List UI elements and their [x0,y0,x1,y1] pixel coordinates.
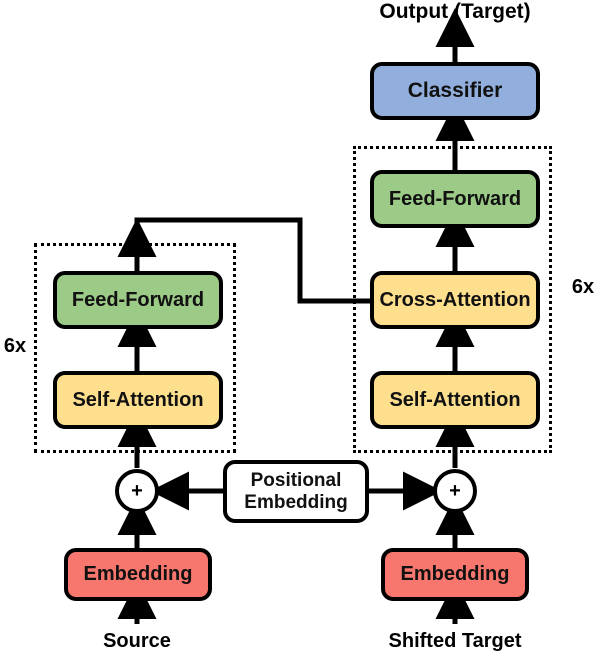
output-target-label: Output (Target) [379,0,531,23]
decoder-plus-symbol: + [449,479,461,502]
encoder-self-attention-label: Self-Attention [72,388,204,411]
decoder-stack-boundary [353,146,552,453]
encoder-self-attention-block[interactable]: Self-Attention [53,371,223,429]
encoder-embedding-block[interactable]: Embedding [64,548,212,601]
encoder-repeat-label: 6x [3,335,27,357]
decoder-cross-attention-label: Cross-Attention [379,288,531,311]
decoder-residual-add-node[interactable]: + [433,469,477,513]
source-input-label: Source [103,630,171,652]
encoder-stack-boundary [34,243,236,453]
decoder-embedding-label: Embedding [400,563,510,586]
encoder-feed-forward-block[interactable]: Feed-Forward [53,271,223,329]
decoder-embedding-block[interactable]: Embedding [381,548,529,601]
classifier-block[interactable]: Classifier [370,62,540,120]
positional-embedding-block[interactable]: Positional Embedding [223,460,369,523]
decoder-self-attention-label: Self-Attention [389,388,521,411]
classifier-label: Classifier [407,79,503,103]
encoder-feed-forward-label: Feed-Forward [71,288,205,311]
decoder-repeat-label: 6x [571,276,595,298]
encoder-embedding-label: Embedding [83,563,193,586]
shifted-target-input-label: Shifted Target [388,630,522,652]
decoder-feed-forward-label: Feed-Forward [388,187,522,210]
positional-embedding-line2: Embedding [244,491,348,513]
encoder-plus-symbol: + [131,479,143,502]
encoder-residual-add-node[interactable]: + [115,469,159,513]
decoder-self-attention-block[interactable]: Self-Attention [370,371,540,429]
positional-embedding-line1: Positional [250,470,342,492]
decoder-cross-attention-block[interactable]: Cross-Attention [370,271,540,329]
decoder-feed-forward-block[interactable]: Feed-Forward [370,170,540,228]
